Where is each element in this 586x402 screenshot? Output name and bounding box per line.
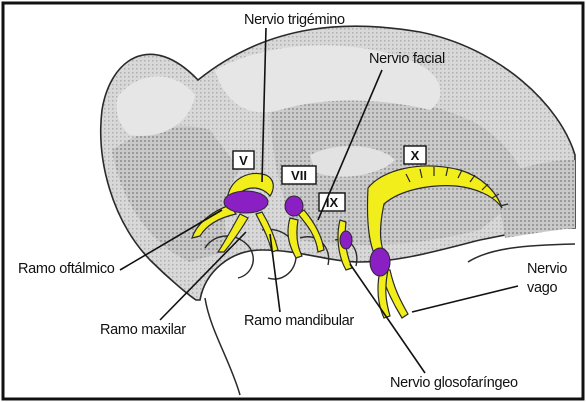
numeral-box-x: X xyxy=(404,146,426,164)
numeral-vii: VII xyxy=(291,168,307,183)
numeral-x: X xyxy=(411,148,420,163)
label-ramo-mandibular: Ramo mandibular xyxy=(244,313,354,329)
label-nervio-trigemino: Nervio trigémino xyxy=(244,12,345,28)
numeral-box-vii: VII xyxy=(282,166,316,184)
numeral-v: V xyxy=(239,153,248,168)
label-ramo-oftalmico: Ramo oftálmico xyxy=(18,261,115,277)
numeral-box-v: V xyxy=(233,151,254,169)
label-nervio-glosofaringeo: Nervio glosofaríngeo xyxy=(390,375,518,391)
label-nervio-facial: Nervio facial xyxy=(369,51,445,67)
label-ramo-maxilar: Ramo maxilar xyxy=(100,322,186,338)
label-nervio-vago-line2: vago xyxy=(527,280,557,296)
label-nervio-vago-line1: Nervio xyxy=(527,261,567,277)
